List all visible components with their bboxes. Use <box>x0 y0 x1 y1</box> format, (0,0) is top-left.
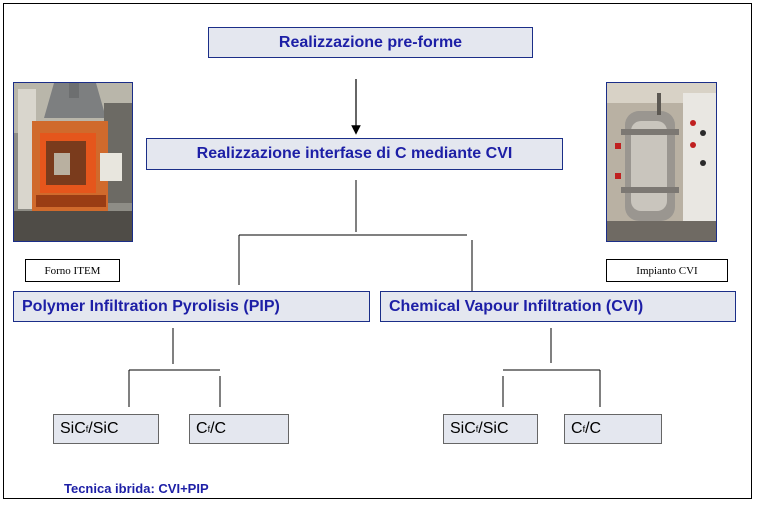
step-preforms-label: Realizzazione pre-forme <box>278 33 463 51</box>
cvi-cc-rest: /C <box>585 420 602 437</box>
step-cvi: Chemical Vapour Infiltration (CVI) <box>380 291 736 322</box>
step-cvi-label: Chemical Vapour Infiltration (CVI) <box>389 297 644 315</box>
cvi-sic-sub: f <box>475 424 479 434</box>
cvi-sic-base: SiC <box>450 420 476 437</box>
step-preforms: Realizzazione pre-forme <box>208 27 533 58</box>
pip-cc-rest: /C <box>210 420 227 437</box>
pip-sic-base: SiC <box>60 420 86 437</box>
cvi-cc-sub: f <box>582 424 586 434</box>
pip-sic-rest: /SiC <box>88 420 119 437</box>
step-interface: Realizzazione interfase di C mediante CV… <box>146 138 563 170</box>
cvi-cc-base: C <box>571 420 583 437</box>
cvi-plant-caption-text: Impianto CVI <box>636 264 698 277</box>
step-pip: Polymer Infiltration Pyrolisis (PIP) <box>13 291 370 322</box>
pip-sic-sub: f <box>85 424 89 434</box>
step-pip-label: Polymer Infiltration Pyrolisis (PIP) <box>22 297 280 315</box>
furnace-photo <box>13 82 133 242</box>
slide-frame <box>3 3 752 499</box>
cvi-sic-rest: /SiC <box>478 420 509 437</box>
hybrid-technique-note: Tecnica ibrida: CVI+PIP <box>64 481 209 496</box>
step-interface-label: Realizzazione interfase di C mediante CV… <box>196 145 513 162</box>
pip-cc-base: C <box>196 420 208 437</box>
cvi-plant-photo <box>606 82 717 242</box>
furnace-caption: Forno ITEM <box>25 259 120 282</box>
cvi-plant-caption: Impianto CVI <box>606 259 728 282</box>
furnace-caption-text: Forno ITEM <box>44 264 101 277</box>
pip-cc-sub: f <box>207 424 211 434</box>
